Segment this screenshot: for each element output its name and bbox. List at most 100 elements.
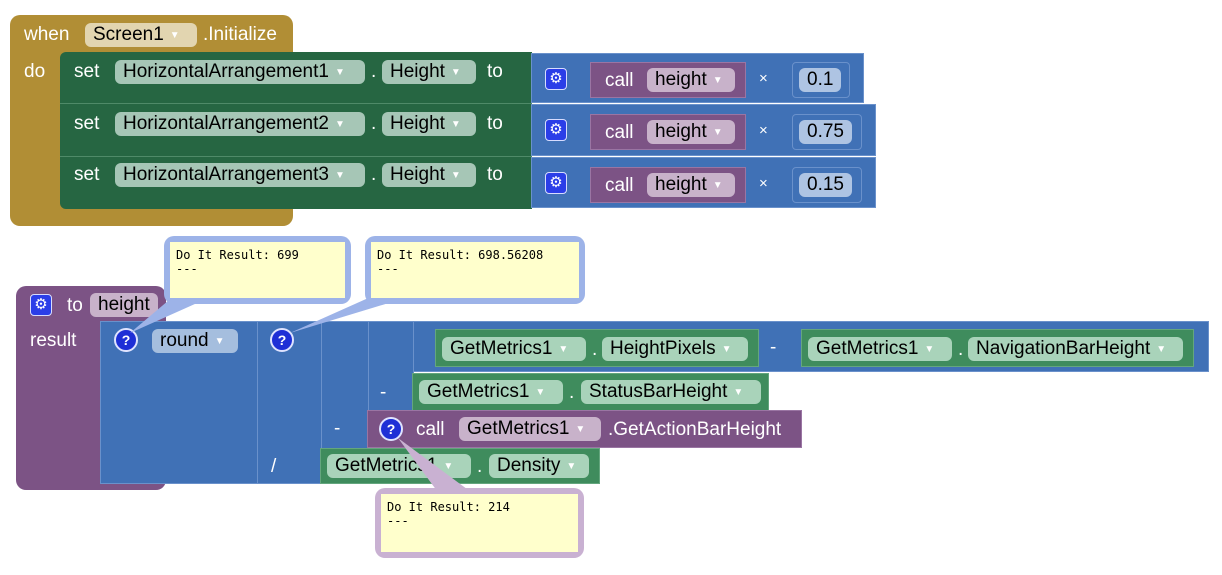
- dot-label: .: [477, 456, 483, 477]
- number-value[interactable]: 0.75: [799, 120, 852, 144]
- chevron-down-icon: ▼: [1156, 344, 1167, 355]
- number-socket: 0.1: [792, 62, 850, 98]
- multiply-operator: ×: [759, 122, 768, 139]
- component-dropdown[interactable]: GetMetrics1▼: [808, 337, 952, 361]
- component-dropdown[interactable]: GetMetrics1▼: [442, 337, 586, 361]
- call-label: call: [605, 70, 634, 91]
- set-block-3[interactable]: set HorizontalArrangement3▼ . Height▼ to: [60, 157, 532, 209]
- call-height-block[interactable]: call height▼: [590, 167, 746, 203]
- dot-label: .: [958, 339, 964, 360]
- call-label: call: [605, 122, 634, 143]
- bubble-text: Do It Result: 214 ---: [381, 494, 578, 552]
- dot-label: .: [371, 164, 377, 185]
- bubble-text: Do It Result: 699 ---: [170, 242, 345, 298]
- call-get-action-bar-height[interactable]: ? call GetMetrics1▼ .GetActionBarHeight: [367, 410, 802, 448]
- minus-operator: -: [380, 382, 387, 403]
- do-it-result-bubble-1[interactable]: Do It Result: 699 ---: [164, 236, 351, 304]
- event-name-label: .Initialize: [203, 24, 277, 45]
- help-icon[interactable]: ?: [114, 328, 138, 352]
- to-label: to: [67, 295, 83, 316]
- round-dropdown[interactable]: round▼: [152, 329, 238, 353]
- chevron-down-icon: ▼: [334, 170, 345, 181]
- number-value[interactable]: 0.1: [799, 68, 842, 92]
- chevron-down-icon: ▼: [334, 67, 345, 78]
- gear-icon[interactable]: ⚙: [30, 294, 52, 316]
- round-block[interactable]: ? round▼: [100, 321, 258, 484]
- dot-label: .: [371, 61, 377, 82]
- chevron-down-icon: ▼: [712, 75, 723, 86]
- chevron-down-icon: ▼: [334, 119, 345, 130]
- call-height-block[interactable]: call height▼: [590, 62, 746, 98]
- component-dropdown[interactable]: GetMetrics1▼: [327, 454, 471, 478]
- getter-status-bar-height[interactable]: GetMetrics1▼ . StatusBarHeight▼: [412, 373, 769, 411]
- component-dropdown[interactable]: HorizontalArrangement2▼: [115, 112, 365, 136]
- property-dropdown[interactable]: Height▼: [382, 112, 476, 136]
- do-label: do: [24, 61, 46, 82]
- set-block-2[interactable]: set HorizontalArrangement2▼ . Height▼ to: [60, 104, 532, 157]
- chevron-down-icon: ▼: [169, 30, 180, 41]
- gear-icon[interactable]: ⚙: [545, 172, 567, 194]
- component-dropdown[interactable]: GetMetrics1▼: [459, 417, 601, 441]
- number-socket: 0.75: [792, 114, 862, 150]
- help-icon[interactable]: ?: [379, 417, 403, 441]
- chevron-down-icon: ▼: [733, 387, 744, 398]
- to-label: to: [487, 61, 503, 82]
- chevron-down-icon: ▼: [450, 170, 461, 181]
- component-dropdown-screen1[interactable]: Screen1▼: [85, 23, 197, 47]
- getter-navigation-bar-height[interactable]: GetMetrics1▼ . NavigationBarHeight▼: [801, 329, 1194, 367]
- set-block-1[interactable]: set HorizontalArrangement1▼ . Height▼ to: [60, 52, 532, 104]
- multiply-block-2[interactable]: ⚙ call height▼ × 0.75: [531, 104, 876, 156]
- when-label: when: [24, 24, 70, 45]
- dot-label: .: [371, 113, 377, 134]
- multiply-operator: ×: [759, 70, 768, 87]
- chevron-down-icon: ▼: [214, 336, 225, 347]
- subtract-block-middle[interactable]: -: [368, 321, 414, 411]
- do-it-result-bubble-3[interactable]: Do It Result: 214 ---: [375, 488, 584, 558]
- number-socket: 0.15: [792, 167, 862, 203]
- call-label: call: [416, 419, 445, 440]
- getter-density[interactable]: GetMetrics1▼ . Density▼: [320, 448, 600, 484]
- getter-height-pixels[interactable]: GetMetrics1▼ . HeightPixels▼: [435, 329, 759, 367]
- property-dropdown[interactable]: NavigationBarHeight▼: [968, 337, 1183, 361]
- minus-operator: -: [334, 418, 341, 439]
- chevron-down-icon: ▼: [535, 387, 546, 398]
- property-dropdown[interactable]: Density▼: [489, 454, 589, 478]
- component-dropdown[interactable]: HorizontalArrangement1▼: [115, 60, 365, 84]
- gear-icon[interactable]: ⚙: [545, 68, 567, 90]
- property-dropdown[interactable]: Height▼: [382, 163, 476, 187]
- procedure-dropdown[interactable]: height▼: [647, 173, 735, 197]
- procedure-dropdown[interactable]: height▼: [647, 68, 735, 92]
- call-height-block[interactable]: call height▼: [590, 114, 746, 150]
- call-label: call: [605, 175, 634, 196]
- chevron-down-icon: ▼: [450, 119, 461, 130]
- multiply-block-3[interactable]: ⚙ call height▼ × 0.15: [531, 157, 876, 208]
- divide-block[interactable]: ? /: [257, 321, 322, 484]
- chevron-down-icon: ▼: [712, 127, 723, 138]
- to-label: to: [487, 113, 503, 134]
- procedure-dropdown[interactable]: height▼: [647, 120, 735, 144]
- gear-icon[interactable]: ⚙: [545, 119, 567, 141]
- component-dropdown[interactable]: HorizontalArrangement3▼: [115, 163, 365, 187]
- number-value[interactable]: 0.15: [799, 173, 852, 197]
- help-icon[interactable]: ?: [270, 328, 294, 352]
- component-dropdown[interactable]: GetMetrics1▼: [419, 380, 563, 404]
- property-dropdown[interactable]: HeightPixels▼: [602, 337, 748, 361]
- subtract-block-outer[interactable]: -: [321, 321, 369, 449]
- multiply-block-1[interactable]: ⚙ call height▼ × 0.1: [531, 53, 864, 103]
- chevron-down-icon: ▼: [566, 461, 577, 472]
- to-label: to: [487, 164, 503, 185]
- result-label: result: [30, 330, 77, 351]
- chevron-down-icon: ▼: [575, 424, 586, 435]
- property-dropdown[interactable]: StatusBarHeight▼: [581, 380, 761, 404]
- minus-operator: -: [770, 337, 777, 358]
- set-label: set: [74, 164, 100, 185]
- property-dropdown[interactable]: Height▼: [382, 60, 476, 84]
- chevron-down-icon: ▼: [924, 344, 935, 355]
- divide-operator: /: [271, 456, 277, 477]
- do-it-result-bubble-2[interactable]: Do It Result: 698.56208 ---: [365, 236, 585, 304]
- procedure-name-field[interactable]: height: [90, 293, 158, 317]
- set-label: set: [74, 61, 100, 82]
- chevron-down-icon: ▼: [450, 67, 461, 78]
- chevron-down-icon: ▼: [712, 180, 723, 191]
- chevron-down-icon: ▼: [558, 344, 569, 355]
